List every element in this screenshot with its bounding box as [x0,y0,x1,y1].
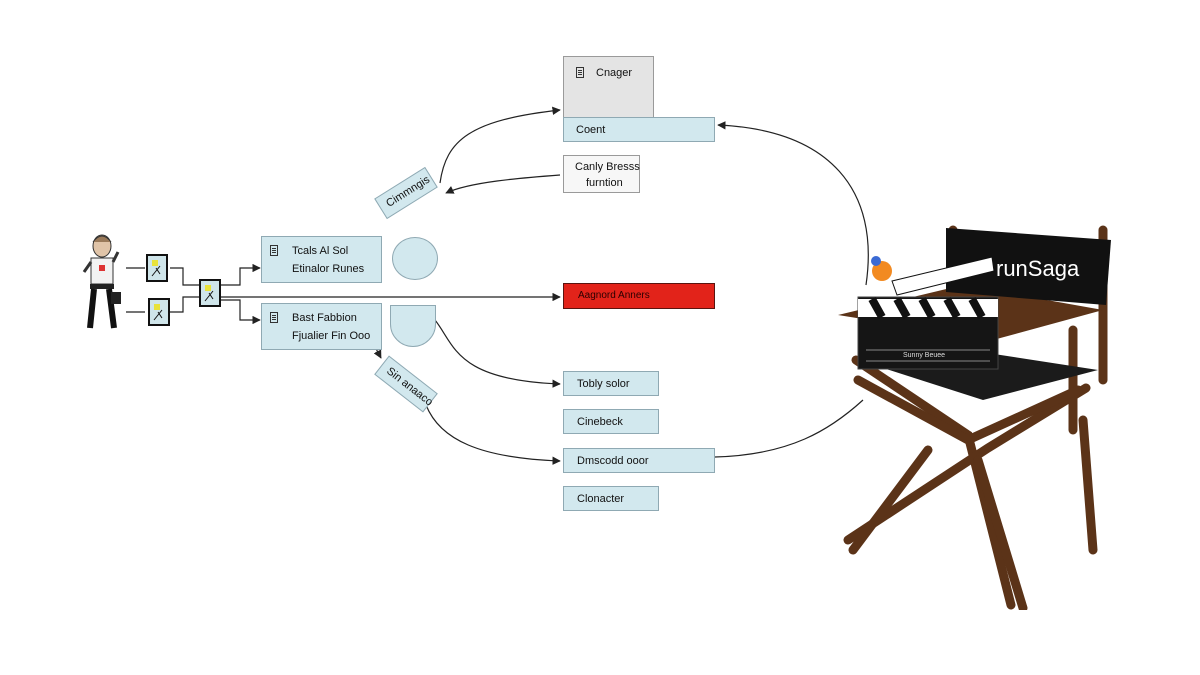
node-count-label: Coent [576,124,606,136]
node-checkback-label: Cinebeck [577,416,623,428]
node-character-label: Clonacter [577,493,625,505]
node-count: Coent [563,117,715,142]
node-changer-label: Cnager [596,67,633,79]
node-assigned-label: Aagnord Anners [578,290,650,301]
slate-text: Sunny Beuee [903,352,946,359]
node-tools-line2: Etinalor Runes [292,263,365,275]
node-character: Clonacter [563,486,659,511]
node-fashion-line2: Fjualier Fin Ooo [292,330,371,342]
clapperboard-icon [857,256,999,370]
node-fashion-line1: Bast Fabbion [292,312,357,324]
chair-brand-text: runSaga [996,256,1080,281]
node-tabs-label: Tobly solor [577,378,630,390]
document-icon [576,67,584,78]
document-icon [270,312,278,323]
node-early-breeze: Canly Bresss furntion [563,155,640,193]
node-tools: Tcals Al Sol Etinalor Runes [261,236,382,283]
node-discord-label: Dmscodd ooor [577,455,649,467]
node-circle [392,237,438,280]
node-fashion: Bast Fabbion Fjualier Fin Ooo [261,303,382,350]
node-half-circle [390,305,436,347]
node-checkback: Cinebeck [563,409,659,434]
node-tools-line1: Tcals Al Sol [292,245,349,257]
node-changer: Cnager [563,56,654,118]
person-illustration [82,234,121,329]
image-thumbnail-top [146,254,168,282]
node-tabs: Tobly solor [563,371,659,396]
node-discord: Dmscodd ooor [563,448,715,473]
document-icon [270,245,278,256]
node-early-breeze-line2: furntion [586,177,623,189]
image-thumbnail-bottom [148,298,170,326]
node-assigned-highlight: Aagnord Anners [563,283,715,309]
image-thumbnail-merge [199,279,221,307]
node-early-breeze-line1: Canly Bresss [575,161,640,173]
